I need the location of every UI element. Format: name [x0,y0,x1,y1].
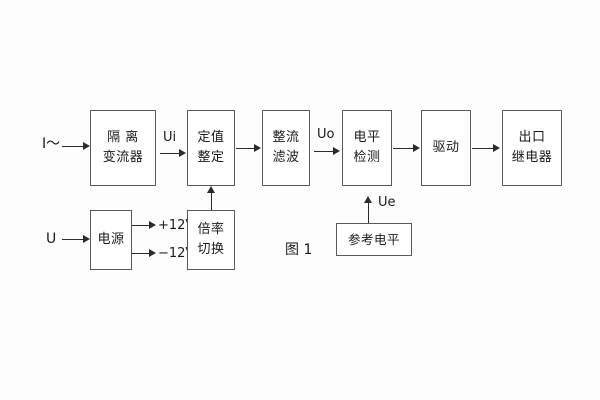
block-setting-adjustment[interactable]: 定值 整定 [187,110,235,186]
block-reference-level[interactable]: 参考电平 [336,223,412,256]
setting-to-rectify-arrowhead [254,143,261,152]
signal-ue-arrowhead [363,196,372,203]
block-level-detection-line1: 电平 [353,129,381,145]
rail-positive-12v-wire [132,225,150,226]
current-input-arrowhead [83,141,90,150]
driver-to-relay-arrowhead [493,143,500,152]
signal-uo-arrowhead [333,146,340,155]
multiplier-to-setting-wire [211,192,212,210]
current-input-wire [62,146,84,147]
rail-positive-12v-label: +12V [158,218,195,233]
block-multiplier-switch-line2: 切换 [197,242,225,257]
signal-uo-wire [314,151,334,152]
level-to-driver-wire [393,148,414,149]
block-setting-adjustment-line2: 整定 [197,150,225,165]
block-driver[interactable]: 驱动 [421,110,471,186]
block-isolation-transformer[interactable]: 隔 离 变流器 [90,110,156,186]
rail-positive-12v-arrowhead [149,220,156,229]
level-to-driver-arrowhead [413,143,420,152]
block-isolation-transformer-line1: 隔 离 [107,129,139,145]
block-output-relay[interactable]: 出口 继电器 [502,110,562,186]
figure-caption: 图 1 [285,242,313,258]
signal-ui-label: Ui [163,130,177,145]
driver-to-relay-wire [472,148,494,149]
multiplier-to-setting-arrowhead [206,186,215,193]
rail-negative-12v-label: −12V [158,246,195,261]
setting-to-rectify-wire [236,148,255,149]
block-isolation-transformer-line2: 变流器 [102,150,144,165]
block-output-relay-line2: 继电器 [511,150,553,165]
block-rectify-filter-line2: 滤波 [272,150,300,165]
block-reference-level-line1: 参考电平 [347,231,400,247]
voltage-input-wire [62,239,84,240]
rail-negative-12v-arrowhead [149,248,156,257]
block-power-supply[interactable]: 电源 [90,210,132,270]
signal-ui-wire [160,153,180,154]
current-input-label: I～ [42,136,61,152]
signal-ue-label: Ue [378,195,396,210]
block-rectify-filter-line1: 整流 [272,129,300,145]
block-output-relay-line1: 出口 [518,129,546,145]
block-level-detection[interactable]: 电平 检测 [342,110,392,186]
block-driver-line1: 驱动 [432,139,460,155]
block-multiplier-switch[interactable]: 倍率 切换 [187,210,235,270]
rail-negative-12v-wire [132,253,150,254]
voltage-input-label: U [46,231,57,247]
signal-ue-wire [368,202,369,223]
block-rectify-filter[interactable]: 整流 滤波 [262,110,310,186]
voltage-input-arrowhead [83,234,90,243]
signal-ui-arrowhead [179,148,186,157]
block-setting-adjustment-line1: 定值 [197,129,225,145]
block-power-supply-line1: 电源 [97,231,125,247]
signal-uo-label: Uo [317,127,335,142]
block-multiplier-switch-line1: 倍率 [197,221,225,237]
block-level-detection-line2: 检测 [353,150,381,165]
